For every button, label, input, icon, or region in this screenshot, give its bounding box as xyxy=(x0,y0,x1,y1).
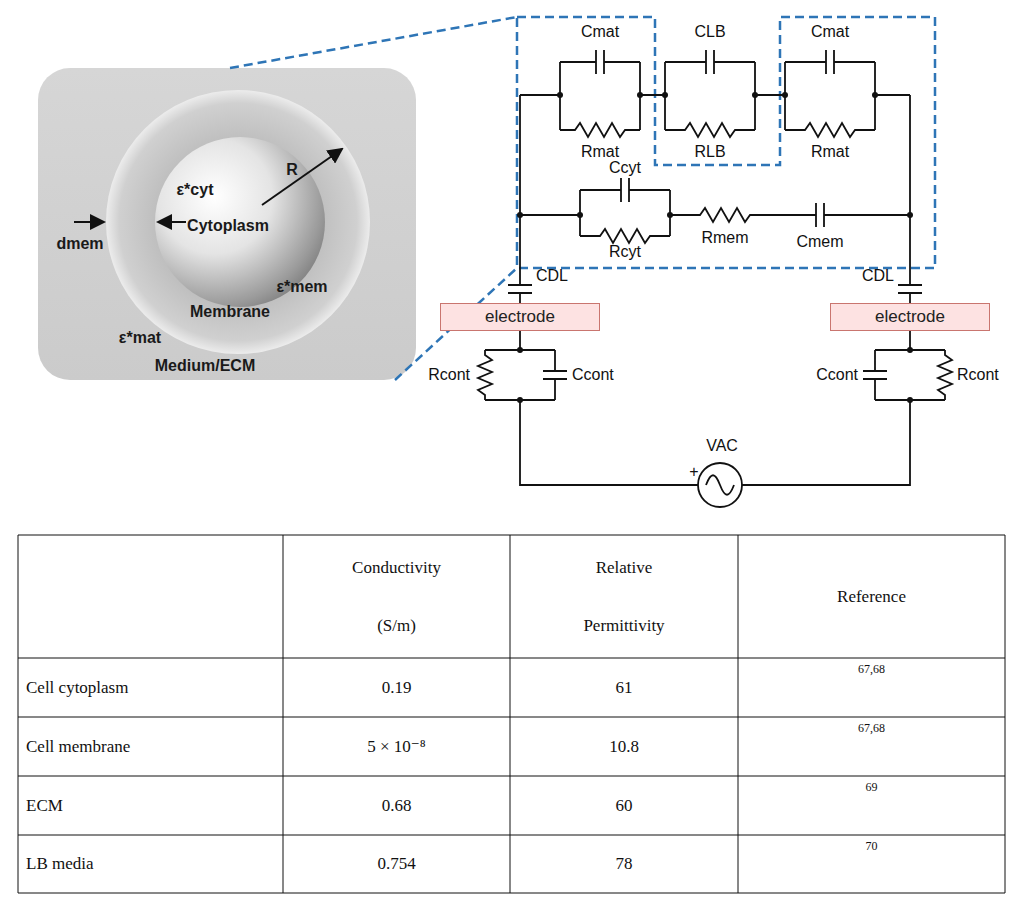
table-cell: 0.68 xyxy=(283,776,510,835)
table-value: 10.8 xyxy=(609,737,639,757)
table-value: LB media xyxy=(26,854,94,874)
component-label: Rmat xyxy=(811,143,849,161)
table-cell: 10.8 xyxy=(510,717,738,776)
table-cell: LB media xyxy=(18,835,283,893)
component-label: Rcont xyxy=(957,366,999,384)
electrode-box: electrode xyxy=(440,303,600,331)
table-value: 5 × 10⁻⁸ xyxy=(367,736,426,757)
cell-label: Medium/ECM xyxy=(155,357,255,375)
component-label: CLB xyxy=(694,23,725,41)
circuit-wires xyxy=(478,50,952,507)
table-cell: 0.754 xyxy=(283,835,510,893)
electrode-label: electrode xyxy=(875,307,945,327)
cell-label: Cytoplasm xyxy=(187,217,269,235)
component-label: Rmat xyxy=(581,143,619,161)
table-value: ECM xyxy=(26,796,63,816)
table-cell: 69 xyxy=(738,776,1005,835)
table-cell: Relative Permittivity xyxy=(510,535,738,658)
electrode-label: electrode xyxy=(485,307,555,327)
table-value: 0.68 xyxy=(382,796,412,816)
column-header: Reference xyxy=(837,587,906,607)
table-cell: ECM xyxy=(18,776,283,835)
table-value: 78 xyxy=(616,854,633,874)
component-label: CDL xyxy=(862,267,894,285)
component-label: Ccont xyxy=(572,366,614,384)
cell-label: dmem xyxy=(56,235,103,253)
cell-label: ε*cyt xyxy=(177,181,214,199)
table-value: 60 xyxy=(616,796,633,816)
polarity-sign: + xyxy=(689,463,698,481)
source-label: VAC xyxy=(706,437,738,455)
table-cell: 67,68 xyxy=(738,658,1005,717)
table-cell: Cell cytoplasm xyxy=(18,658,283,717)
table-cell: 60 xyxy=(510,776,738,835)
table-value: 0.754 xyxy=(377,854,415,874)
table-value: 0.19 xyxy=(382,678,412,698)
component-label: Ccont xyxy=(816,366,858,384)
component-label: Cmat xyxy=(811,23,849,41)
cell-label: R xyxy=(286,161,298,179)
thickness-arrow xyxy=(158,221,186,223)
component-label: Rcyt xyxy=(609,243,641,261)
table-cell: 67,68 xyxy=(738,717,1005,776)
table-cell: Cell membrane xyxy=(18,717,283,776)
junction-dots xyxy=(517,92,913,403)
table-cell: Reference xyxy=(738,535,1005,658)
component-label: Rcont xyxy=(428,366,470,384)
table-value: 61 xyxy=(616,678,633,698)
table-cell: 0.19 xyxy=(283,658,510,717)
component-label: CDL xyxy=(536,267,568,285)
cell-label: Membrane xyxy=(190,303,270,321)
electrode-box: electrode xyxy=(830,303,990,331)
table-value: Cell cytoplasm xyxy=(26,678,128,698)
table-cell: 5 × 10⁻⁸ xyxy=(283,717,510,776)
cell-panel: ε*cyt R Cytoplasm dmem ε*memMembrane ε*matMed… xyxy=(38,68,416,380)
cell-label: ε*mem xyxy=(276,278,327,296)
table-grid xyxy=(18,535,1005,893)
component-label: Ccyt xyxy=(609,159,641,177)
radius-arrow xyxy=(262,149,342,205)
table-cell: 70 xyxy=(738,835,1005,893)
column-header: Conductivity (S/m) xyxy=(337,539,457,655)
cell-illustration xyxy=(38,68,416,380)
thickness-arrow xyxy=(74,221,104,223)
reference-number: 70 xyxy=(866,839,878,854)
table-cell: Conductivity (S/m) xyxy=(283,535,510,658)
membrane-shell xyxy=(106,90,370,354)
cell-label: ε*mat xyxy=(119,329,161,347)
component-label: Cmem xyxy=(796,233,843,251)
table-value: Cell membrane xyxy=(26,737,130,757)
component-label: Cmat xyxy=(581,23,619,41)
table-cell: 78 xyxy=(510,835,738,893)
reference-number: 67,68 xyxy=(858,721,885,736)
component-label: Rmem xyxy=(701,229,748,247)
column-header: Relative Permittivity xyxy=(564,539,684,655)
table-cell: 61 xyxy=(510,658,738,717)
component-label: RLB xyxy=(694,143,725,161)
panel-ground xyxy=(38,68,416,380)
reference-number: 69 xyxy=(866,780,878,795)
reference-number: 67,68 xyxy=(858,662,885,677)
